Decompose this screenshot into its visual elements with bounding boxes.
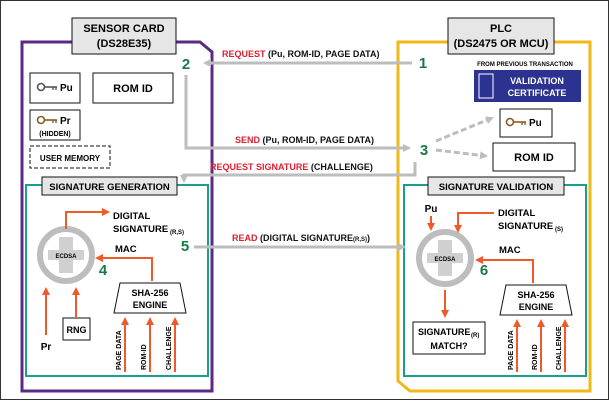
gen-signature-sub: (R,S) <box>170 230 184 236</box>
arrow-val-mac <box>475 256 534 283</box>
val-mac-label: MAC <box>499 245 521 256</box>
plc-pu-box <box>499 108 553 138</box>
pr-key-label: Pr <box>60 116 71 127</box>
msg-reqsig-args: (CHALLENGE) <box>308 162 373 172</box>
signature-match-box <box>412 321 486 355</box>
arrow-signature-to-ecdsa <box>454 212 494 233</box>
msg-request-signature: REQUEST SIGNATURE (CHALLENGE) <box>210 162 373 172</box>
val-input-rom-id: ROM-ID <box>532 344 539 370</box>
certificate-icon <box>478 73 494 99</box>
plc-rom-id-box <box>492 142 576 172</box>
val-engine-label: ENGINE <box>519 302 554 312</box>
gen-mac-label: MAC <box>115 244 137 255</box>
msg-send-kw: SEND <box>235 135 261 145</box>
val-ecdsa-cross-h <box>427 253 463 263</box>
key-icon <box>505 117 526 127</box>
match-line-2: MATCH? <box>430 341 467 351</box>
gen-input-challenge: CHALLENGE <box>166 326 173 370</box>
val-sha-label: SHA-256 <box>517 290 554 300</box>
plc-title: PLC <box>490 23 512 35</box>
msg-read-close: ) <box>367 233 370 243</box>
msg-send-args: (Pu, ROM-ID, PAGE DATA) <box>260 135 374 145</box>
cert-line-1: VALIDATION <box>510 76 564 86</box>
rom-id-box <box>92 72 174 104</box>
arrow-request-signature <box>180 162 417 183</box>
arrow-to-plc-pu <box>435 116 494 143</box>
step-5: 5 <box>181 238 189 255</box>
plc-title-box <box>447 17 555 55</box>
val-input-challenge: CHALLENGE <box>556 326 563 370</box>
gen-digital-label: DIGITAL <box>113 211 150 222</box>
key-icon <box>36 115 57 125</box>
sensor-card-title: SENSOR CARD <box>83 23 164 35</box>
signature-validation-title: SIGNATURE VALIDATION <box>439 182 554 193</box>
rom-id-label: ROM ID <box>113 83 153 95</box>
step-3: 3 <box>420 142 428 159</box>
user-memory-label: USER MEMORY <box>40 154 101 163</box>
val-signature-label: SIGNATURE <box>498 221 553 232</box>
key-icon <box>36 82 57 92</box>
match-sub: (R) <box>471 333 479 339</box>
msg-request-args: (Pu, ROM-ID, PAGE DATA) <box>266 49 380 59</box>
gen-input-page-data: PAGE DATA <box>116 330 123 370</box>
signature-validation-title-box <box>427 176 565 196</box>
pu-key-label: Pu <box>60 83 73 94</box>
val-digital-label: DIGITAL <box>498 208 535 219</box>
arrow-send <box>184 75 411 152</box>
msg-request-kw: REQUEST <box>222 49 266 59</box>
signature-generation-title: SIGNATURE GENERATION <box>49 182 170 193</box>
val-sha-engine <box>499 284 573 316</box>
messages: REQUEST (Pu, ROM-ID, PAGE DATA) SEND (Pu… <box>180 49 417 255</box>
ecdsa-cross-h <box>48 250 84 260</box>
step-1: 1 <box>419 55 427 72</box>
msg-send: SEND (Pu, ROM-ID, PAGE DATA) <box>235 135 374 145</box>
signature-generation-title-box <box>41 176 178 196</box>
rng-label: RNG <box>67 325 87 335</box>
step-2: 2 <box>182 56 190 73</box>
msg-read-kw: READ <box>232 233 258 243</box>
sensor-card-title-box <box>71 17 177 55</box>
sensor-card: SENSOR CARD (DS28E35) Pu ROM ID Pr (HIDD… <box>20 17 214 393</box>
pr-hidden-label: (HIDDEN) <box>39 131 71 138</box>
msg-read: READ (DIGITAL SIGNATURE(R,S)) <box>232 233 370 243</box>
validation-certificate <box>474 70 581 102</box>
pr-key-box <box>29 109 81 141</box>
gen-sha-engine <box>113 282 187 314</box>
match-line-1: SIGNATURE <box>418 327 470 337</box>
gen-signature-label: SIGNATURE <box>113 224 168 235</box>
val-ecdsa-label: ECDSA <box>434 257 456 263</box>
plc-rom-id-label: ROM ID <box>514 152 554 164</box>
msg-request: REQUEST (Pu, ROM-ID, PAGE DATA) <box>222 49 380 59</box>
gen-input-rom-id: ROM-ID <box>141 344 148 370</box>
val-pu-label: Pu <box>425 204 438 215</box>
msg-reqsig-kw: REQUEST SIGNATURE <box>210 162 308 172</box>
gen-sha-label: SHA-256 <box>131 288 168 298</box>
val-input-page-data: PAGE DATA <box>508 330 515 370</box>
ecdsa-label: ECDSA <box>55 254 77 260</box>
msg-read-args: (DIGITAL SIGNATURE <box>258 233 354 243</box>
arrow-mac-to-ecdsa <box>95 254 153 281</box>
msg-read-sub: (R,S) <box>353 237 367 243</box>
step-6: 6 <box>480 262 488 279</box>
val-signature-sub: (S) <box>555 227 563 233</box>
from-previous-transaction: FROM PREVIOUS TRANSACTION <box>477 62 573 68</box>
step-4: 4 <box>99 262 108 279</box>
plc-pu-label: Pu <box>529 118 542 129</box>
user-memory-box <box>29 145 111 169</box>
gen-engine-label: ENGINE <box>133 300 168 310</box>
gen-pr-label: Pr <box>41 342 52 353</box>
arrow-to-plc-rom-id <box>435 148 488 160</box>
plc: PLC (DS2475 OR MCU) 1 FROM PREVIOUS TRAN… <box>396 17 592 393</box>
plc-border <box>396 40 592 393</box>
plc-part: (DS2475 OR MCU) <box>454 38 549 50</box>
arrow-ecdsa-to-signature <box>65 208 110 229</box>
sensor-card-part: (DS28E35) <box>97 38 152 50</box>
cert-line-2: CERTIFICATE <box>508 88 567 98</box>
